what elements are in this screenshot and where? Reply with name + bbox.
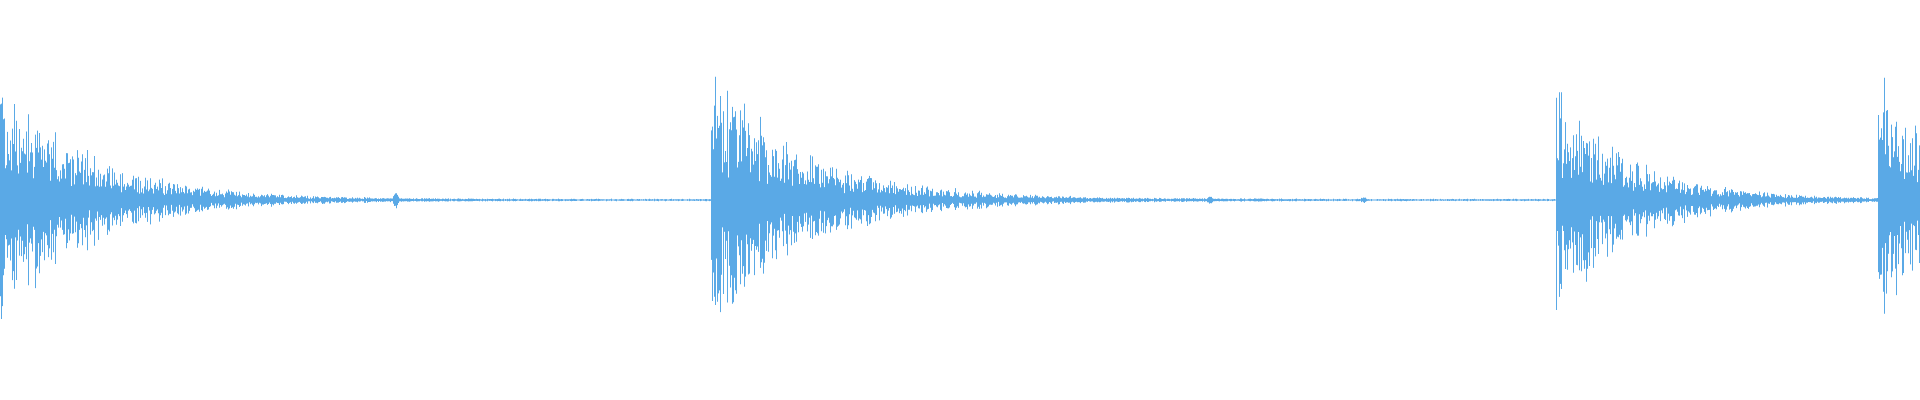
waveform-samples <box>0 76 1920 319</box>
